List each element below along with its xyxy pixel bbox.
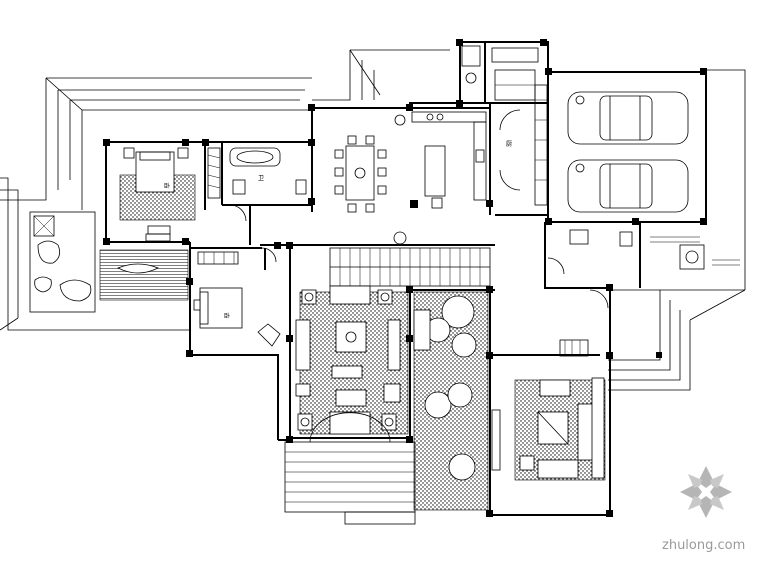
svg-text:卫: 卫 — [258, 175, 264, 182]
terrace — [29, 211, 189, 313]
service-area: 厨 — [461, 45, 539, 191]
entry-steps — [284, 412, 416, 525]
garage — [534, 84, 689, 213]
dining-room — [334, 111, 487, 213]
exterior-walls — [105, 41, 707, 516]
watermark-logo — [680, 466, 732, 518]
structural-columns — [103, 39, 707, 517]
second-bedroom: 卧 — [193, 247, 281, 347]
svg-text:厨: 厨 — [506, 141, 512, 148]
courtyard — [413, 291, 501, 511]
lounge — [514, 289, 662, 481]
svg-text:卧: 卧 — [164, 182, 170, 190]
svg-text:卧: 卧 — [224, 312, 230, 320]
guest-bathroom — [547, 229, 740, 275]
living-room — [295, 285, 409, 435]
watermark-text: zhulong.com — [662, 538, 745, 553]
interior-walls — [190, 42, 549, 270]
roof-outline — [0, 49, 746, 391]
staircase — [329, 231, 491, 287]
master-bathroom: 卫 — [229, 147, 307, 222]
master-bedroom: 卧 — [119, 147, 221, 235]
